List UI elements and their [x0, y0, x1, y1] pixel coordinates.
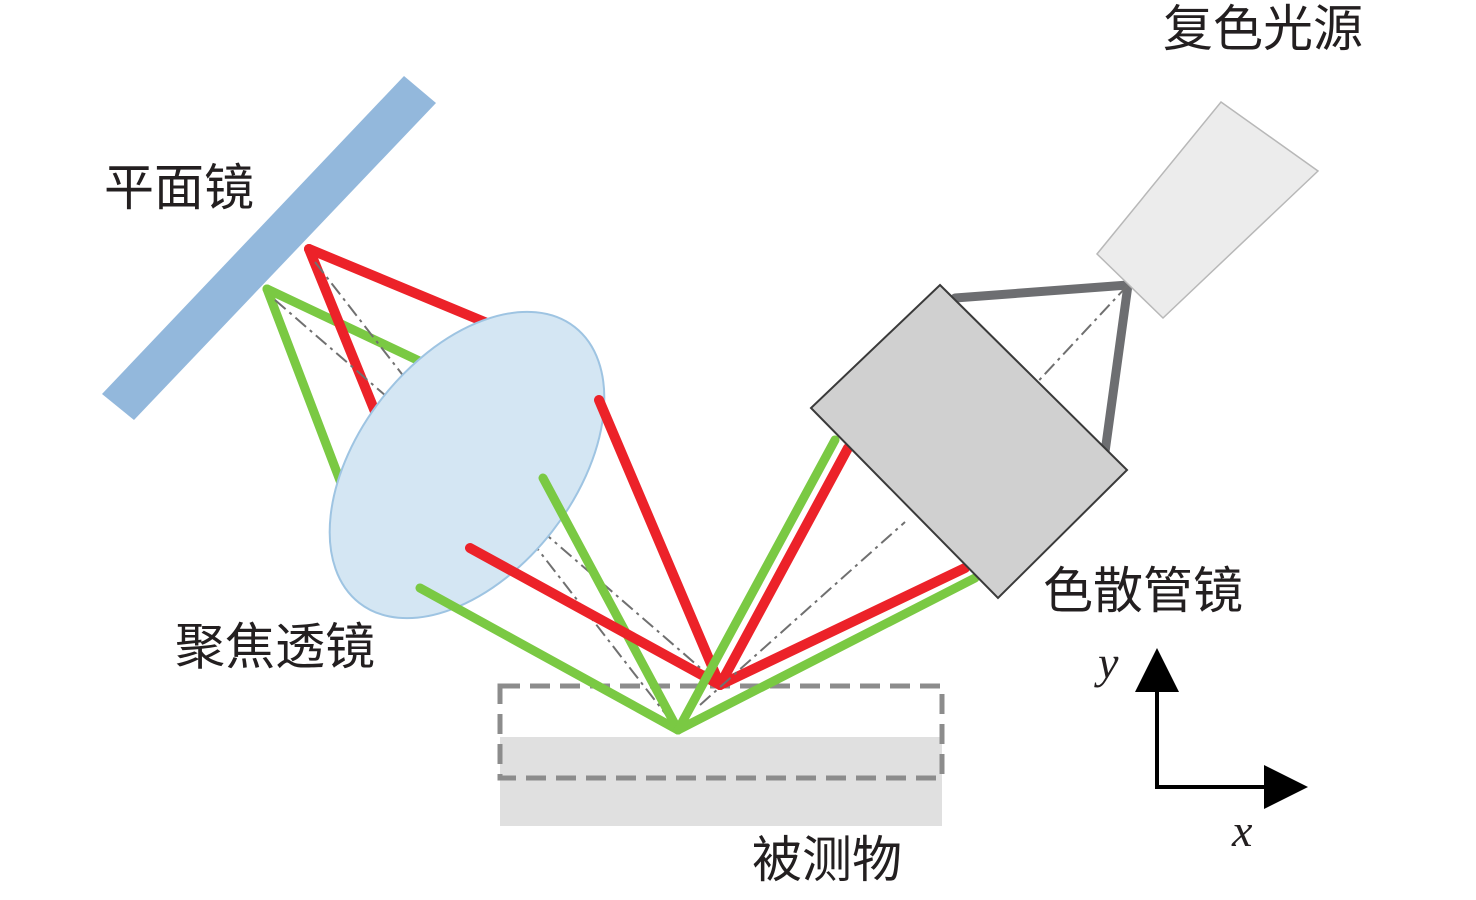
y-axis-label: y — [1098, 637, 1119, 688]
green-beam-focus-to-dispersive-lower — [673, 573, 980, 735]
x-axis-label: x — [1232, 805, 1253, 856]
focusing-lens-label: 聚焦透镜 — [175, 618, 375, 676]
optical-axis-source — [1029, 284, 1129, 391]
source-beam-group — [950, 280, 1133, 457]
coordinate-axes — [1135, 648, 1308, 809]
red-beam-focus-to-dispersive-upper — [715, 443, 853, 690]
green-beam-lens-to-focus-left — [415, 583, 683, 735]
red-beam-lens-to-focus-right — [594, 395, 725, 690]
red-beam-lens-to-focus-left — [465, 543, 725, 690]
red-beam-focus-to-dispersive-lower — [715, 563, 970, 690]
optical-axis-mirror — [274, 299, 721, 686]
optical-axis-mirror-2 — [314, 261, 679, 731]
green-beam-mirror-to-lens-lower — [262, 284, 357, 517]
green-beam-lens-to-focus-right — [538, 473, 683, 735]
green-beam-focus-to-dispersive-upper — [673, 435, 840, 735]
dispersive-lens-shape — [809, 283, 1129, 600]
beam-group-front — [415, 395, 980, 735]
plane-mirror-label: 平面镜 — [104, 159, 254, 217]
object-label: 被测物 — [752, 831, 902, 889]
object-body — [500, 737, 942, 826]
gray-beam-source-lower — [1100, 280, 1133, 457]
dispersive-lens-label: 色散管镜 — [1043, 562, 1243, 620]
gray-beam-source-upper — [950, 280, 1133, 303]
optical-axis-return — [699, 521, 906, 706]
plane-mirror-shape — [102, 76, 436, 420]
y-axis-arrow-icon — [1135, 648, 1179, 692]
x-axis-arrow-icon — [1264, 765, 1308, 809]
focusing-lens-shape — [328, 310, 606, 620]
light-source-shape — [1095, 100, 1320, 320]
light-source-label: 复色光源 — [1163, 0, 1363, 58]
